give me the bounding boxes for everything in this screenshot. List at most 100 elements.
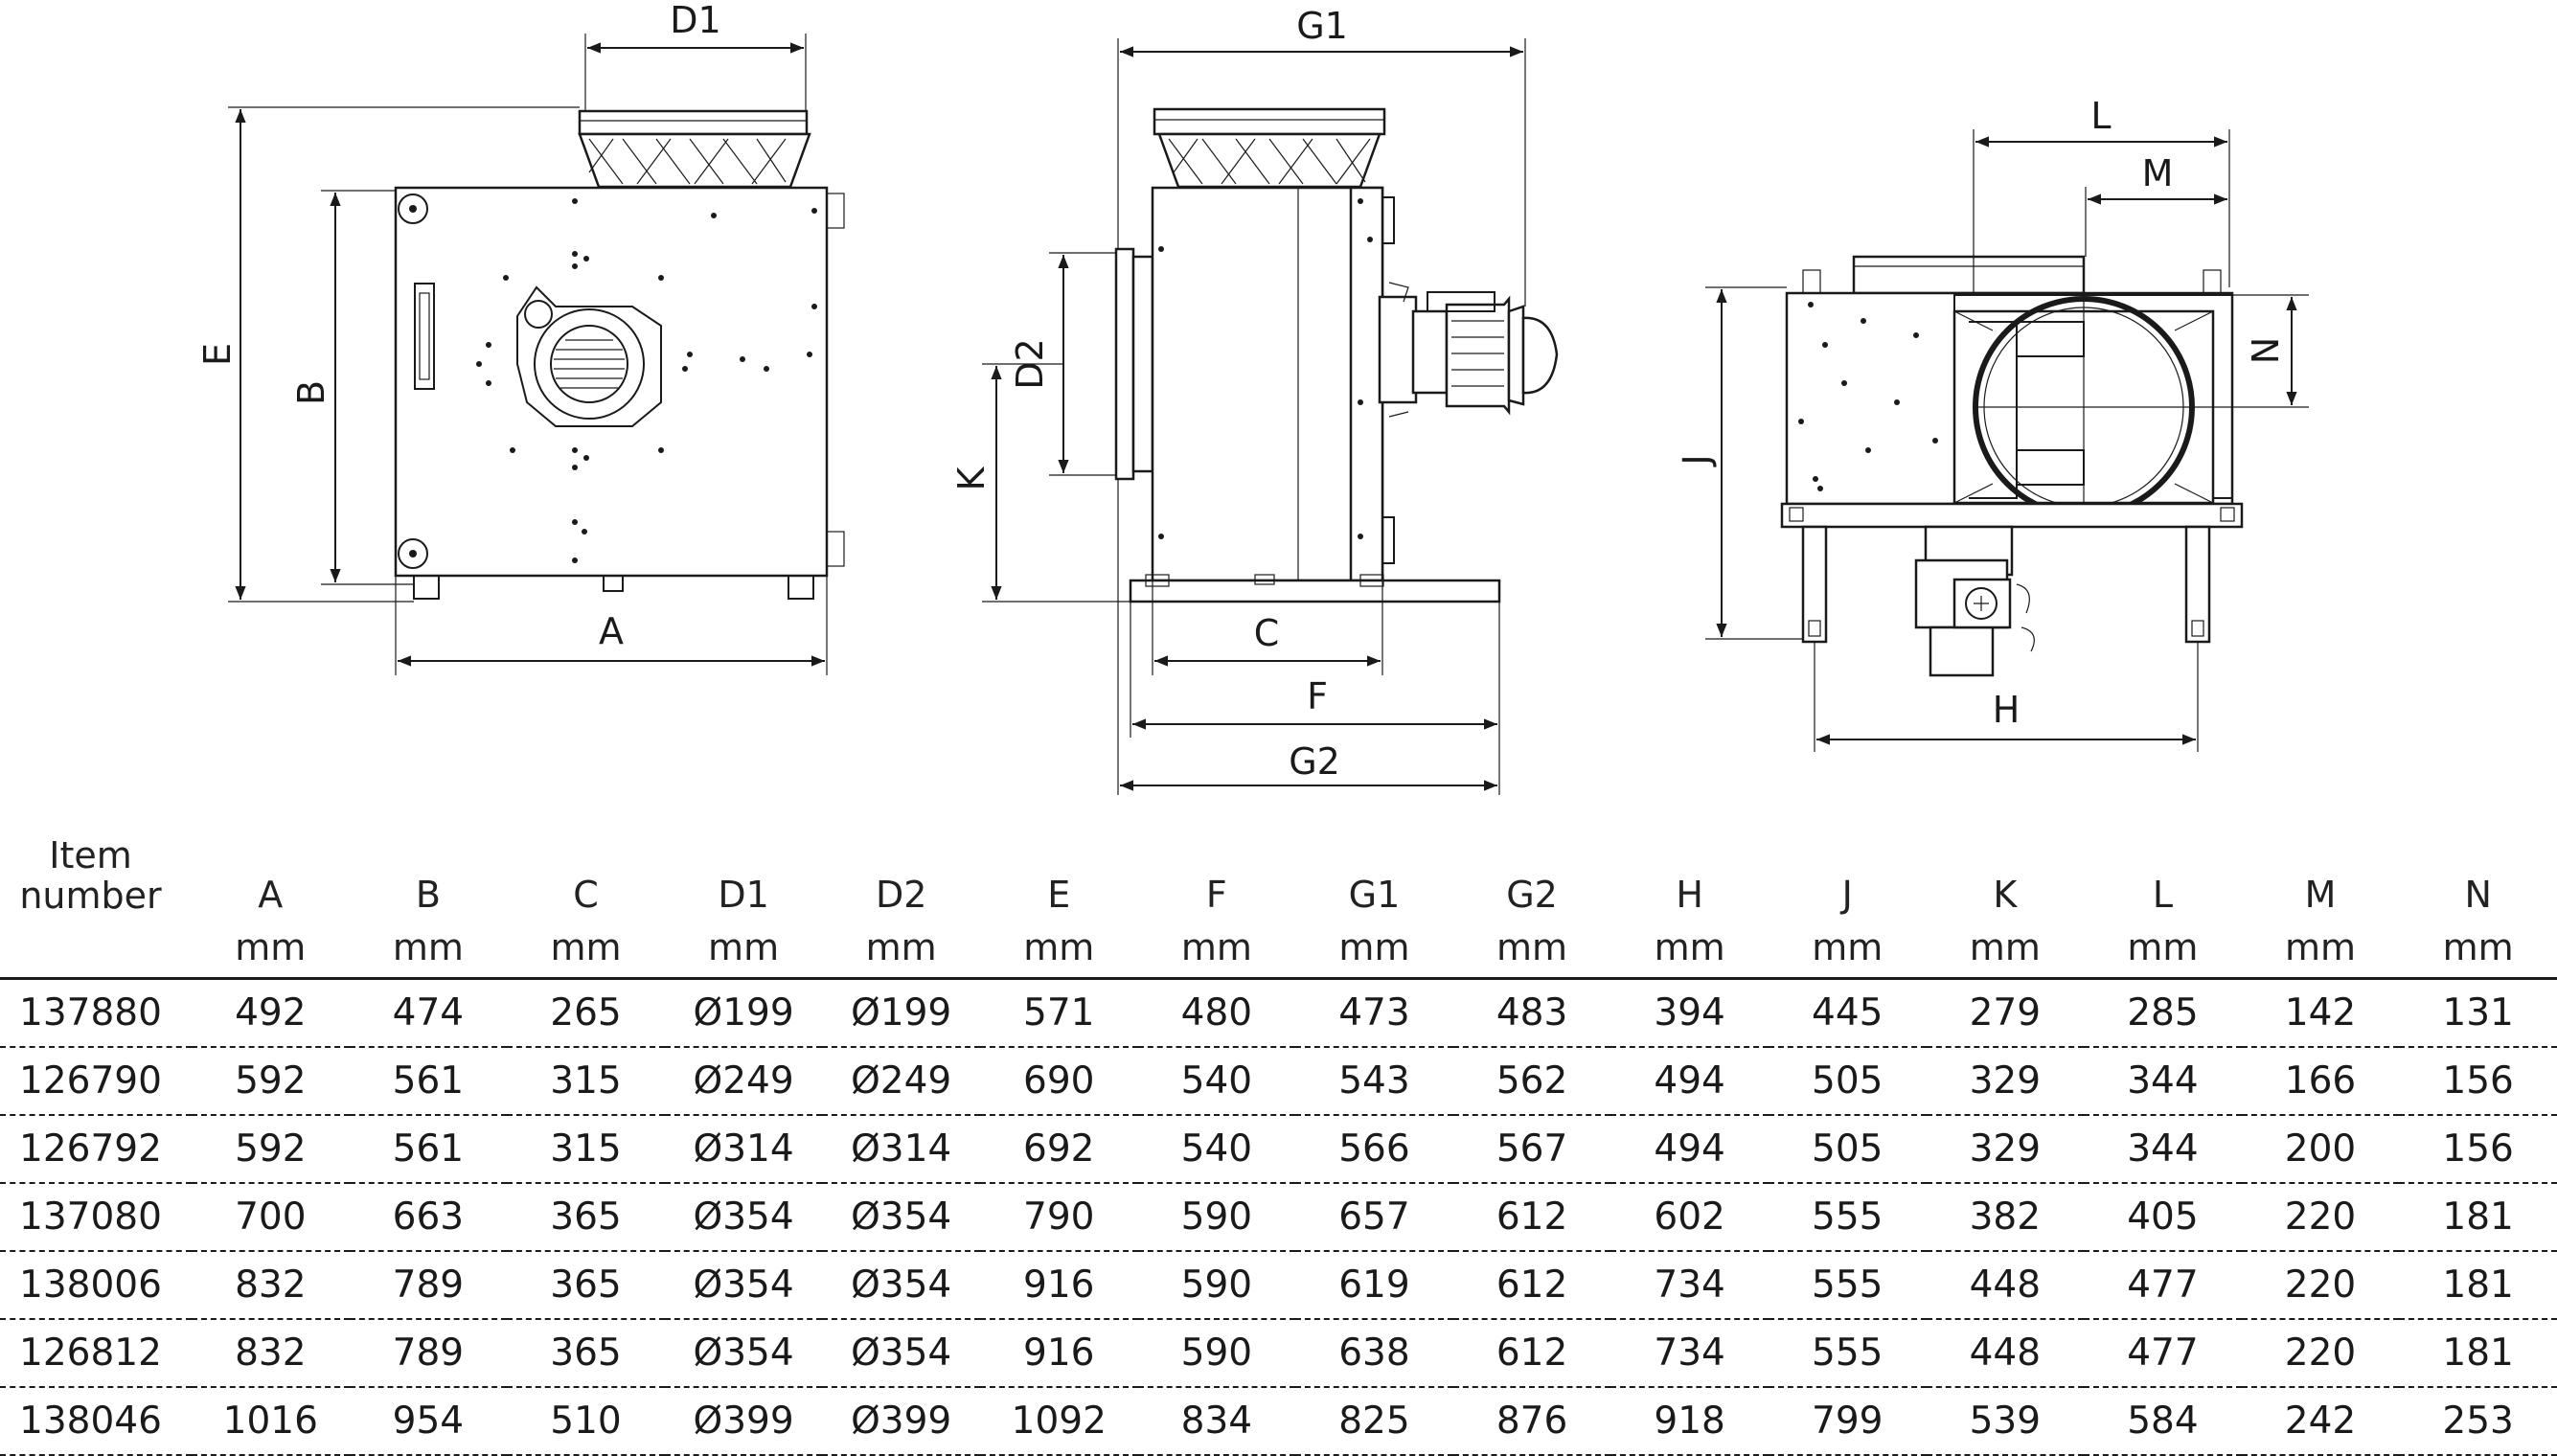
label-a: A (599, 610, 624, 652)
value-cell-b: 561 (349, 1115, 508, 1184)
value-cell-f: 540 (1137, 1047, 1296, 1116)
item-number-cell: 126792 (0, 1115, 192, 1184)
value-cell-l: 477 (2084, 1319, 2242, 1388)
value-cell-c: 365 (507, 1319, 665, 1388)
value-cell-k: 448 (1926, 1251, 2085, 1320)
value-cell-a: 832 (192, 1319, 350, 1388)
value-cell-e: 1092 (979, 1387, 1138, 1456)
unit-label: mm (1452, 918, 1611, 980)
value-cell-d2: Ø199 (822, 978, 980, 1048)
value-cell-g2: 612 (1452, 1251, 1611, 1320)
value-cell-c: 365 (507, 1183, 665, 1252)
item-number-cell: 137880 (0, 978, 192, 1048)
value-cell-n: 156 (2399, 1047, 2557, 1116)
label-m: M (2142, 152, 2174, 194)
label-e: E (196, 343, 239, 366)
item-header-line2: number (19, 875, 162, 917)
value-cell-k: 329 (1926, 1115, 2085, 1184)
value-cell-d1: Ø249 (664, 1047, 823, 1116)
value-cell-e: 916 (979, 1251, 1138, 1320)
unit-label: mm (1610, 918, 1769, 980)
unit-label: mm (349, 918, 508, 980)
value-cell-c: 510 (507, 1387, 665, 1456)
value-cell-n: 253 (2399, 1387, 2557, 1456)
value-cell-g2: 612 (1452, 1183, 1611, 1252)
value-cell-g2: 567 (1452, 1115, 1611, 1184)
value-cell-d2: Ø399 (822, 1387, 980, 1456)
value-cell-l: 285 (2084, 978, 2242, 1048)
unit-label: mm (1926, 918, 2085, 980)
label-j: J (1676, 454, 1718, 466)
column-header-a: A (258, 874, 284, 916)
value-cell-e: 692 (979, 1115, 1138, 1184)
label-k: K (950, 466, 993, 490)
value-cell-j: 555 (1768, 1319, 1927, 1388)
column-header-e: E (1047, 874, 1071, 916)
value-cell-m: 220 (2241, 1251, 2400, 1320)
value-cell-m: 142 (2241, 978, 2400, 1048)
value-cell-a: 592 (192, 1115, 350, 1184)
side-view: G1 D2 K C F G2 (950, 5, 1559, 795)
value-cell-f: 590 (1137, 1319, 1296, 1388)
value-cell-h: 602 (1610, 1183, 1769, 1252)
unit-label: mm (1295, 918, 1453, 980)
value-cell-b: 474 (349, 978, 508, 1048)
front-view: D1 E B A (196, 0, 845, 675)
item-number-cell: 138046 (0, 1387, 192, 1456)
value-cell-d1: Ø354 (664, 1183, 823, 1252)
column-header-j: J (1841, 874, 1853, 916)
value-cell-n: 131 (2399, 978, 2557, 1048)
value-cell-h: 494 (1610, 1047, 1769, 1116)
value-cell-f: 540 (1137, 1115, 1296, 1184)
value-cell-h: 918 (1610, 1387, 1769, 1456)
value-cell-l: 344 (2084, 1115, 2242, 1184)
value-cell-g1: 566 (1295, 1115, 1453, 1184)
value-cell-k: 279 (1926, 978, 2085, 1048)
value-cell-c: 315 (507, 1047, 665, 1116)
label-g1: G1 (1296, 5, 1348, 47)
value-cell-g2: 562 (1452, 1047, 1611, 1116)
value-cell-d2: Ø354 (822, 1183, 980, 1252)
value-cell-m: 166 (2241, 1047, 2400, 1116)
value-cell-m: 242 (2241, 1387, 2400, 1456)
value-cell-n: 156 (2399, 1115, 2557, 1184)
item-number-cell: 137080 (0, 1183, 192, 1252)
value-cell-d1: Ø199 (664, 978, 823, 1048)
unit-label: mm (664, 918, 823, 980)
value-cell-n: 181 (2399, 1251, 2557, 1320)
unit-label: mm (979, 918, 1138, 980)
technical-drawing: D1 E B A (196, 0, 2309, 795)
rear-view: L M N J H (1676, 95, 2309, 752)
value-cell-k: 382 (1926, 1183, 2085, 1252)
label-d1: D1 (670, 0, 720, 41)
value-cell-b: 561 (349, 1047, 508, 1116)
value-cell-e: 790 (979, 1183, 1138, 1252)
value-cell-k: 539 (1926, 1387, 2085, 1456)
value-cell-l: 405 (2084, 1183, 2242, 1252)
value-cell-j: 799 (1768, 1387, 1927, 1456)
value-cell-m: 220 (2241, 1183, 2400, 1252)
value-cell-g2: 483 (1452, 978, 1611, 1048)
label-n: N (2245, 337, 2287, 364)
value-cell-j: 555 (1768, 1183, 1927, 1252)
unit-label: mm (1768, 918, 1927, 980)
value-cell-f: 834 (1137, 1387, 1296, 1456)
value-cell-l: 477 (2084, 1251, 2242, 1320)
column-header-l: L (2152, 874, 2173, 916)
value-cell-h: 734 (1610, 1319, 1769, 1388)
unit-label: mm (2084, 918, 2242, 980)
item-number-header: Item number (0, 824, 192, 918)
column-header-m: M (2304, 874, 2337, 916)
item-number-cell: 126790 (0, 1047, 192, 1116)
value-cell-d2: Ø354 (822, 1319, 980, 1388)
value-cell-g1: 825 (1295, 1387, 1453, 1456)
value-cell-c: 365 (507, 1251, 665, 1320)
unit-label: mm (507, 918, 665, 980)
